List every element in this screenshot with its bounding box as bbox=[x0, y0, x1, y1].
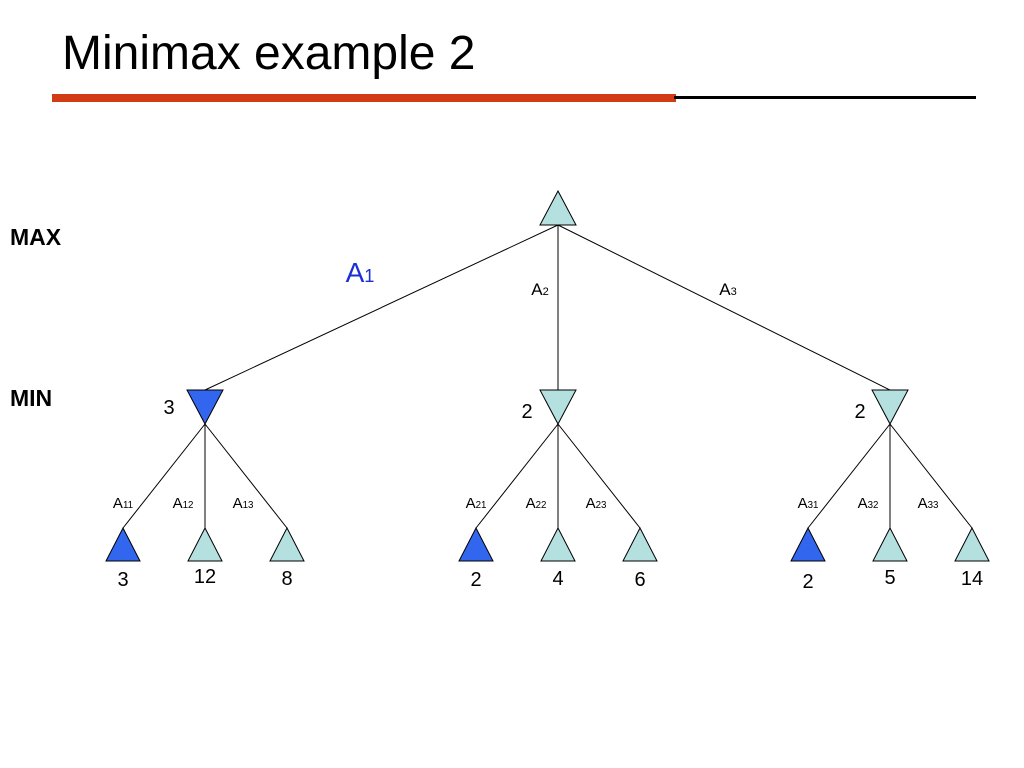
level-label-max: MAX bbox=[10, 224, 62, 250]
leaf-value-2-1: 2 bbox=[470, 569, 481, 591]
slide-title: Minimax example 2 bbox=[62, 27, 476, 80]
leaf-action-label-1-2: A12 bbox=[173, 495, 194, 512]
leaf-value-3-1: 2 bbox=[802, 571, 813, 593]
min-value-1: 3 bbox=[163, 397, 174, 419]
min-value-3: 2 bbox=[854, 401, 865, 423]
edge-min-2-to-leaf-1 bbox=[475, 423, 559, 529]
action-label-2: A2 bbox=[531, 280, 549, 299]
edge-root-to-min-1 bbox=[204, 224, 559, 391]
title-rule bbox=[52, 94, 976, 102]
leaf-node-3-2 bbox=[872, 526, 908, 562]
level-label-min: MIN bbox=[10, 385, 52, 411]
leaf-action-label-2-1: A21 bbox=[466, 495, 487, 512]
leaf-value-2-2: 4 bbox=[552, 568, 563, 590]
leaf-node-2-3 bbox=[622, 526, 658, 562]
leaf-value-2-3: 6 bbox=[634, 569, 645, 591]
edge-root-to-min-3 bbox=[557, 224, 891, 391]
tree-labels: A13A113A1212A138A22A212A224A236A32A312A3… bbox=[113, 257, 983, 593]
leaf-action-label-1-1: A11 bbox=[113, 495, 133, 512]
min-node-1 bbox=[186, 389, 224, 426]
leaf-action-label-1-3: A13 bbox=[233, 495, 254, 512]
leaf-action-label-3-2: A32 bbox=[858, 495, 879, 512]
leaf-node-1-2 bbox=[187, 526, 223, 562]
edge-min-2-to-leaf-3 bbox=[557, 423, 641, 529]
leaf-node-3-3 bbox=[954, 526, 990, 562]
min-node-3 bbox=[871, 389, 909, 426]
leaf-action-label-2-3: A23 bbox=[586, 495, 607, 512]
min-node-2 bbox=[539, 389, 577, 426]
leaf-value-1-1: 3 bbox=[117, 569, 128, 591]
edge-min-3-to-leaf-3 bbox=[889, 423, 973, 529]
leaf-value-1-2: 12 bbox=[194, 566, 216, 588]
leaf-value-1-3: 8 bbox=[281, 568, 292, 590]
leaf-action-label-3-1: A31 bbox=[798, 495, 819, 512]
leaf-node-3-1 bbox=[790, 526, 826, 562]
max-root-node bbox=[539, 189, 577, 226]
title-rule-line bbox=[674, 96, 976, 99]
leaf-value-3-3: 14 bbox=[961, 568, 983, 590]
min-value-2: 2 bbox=[521, 401, 532, 423]
leaf-node-1-1 bbox=[105, 526, 141, 562]
title-rule-accent bbox=[52, 94, 676, 102]
leaf-action-label-2-2: A22 bbox=[526, 495, 547, 512]
edge-min-1-to-leaf-1 bbox=[122, 423, 206, 529]
tree-nodes bbox=[105, 189, 990, 562]
leaf-action-label-3-3: A33 bbox=[918, 495, 939, 512]
tree-edges bbox=[122, 224, 973, 529]
leaf-node-1-3 bbox=[269, 526, 305, 562]
leaf-value-3-2: 5 bbox=[884, 567, 895, 589]
action-label-3: A3 bbox=[719, 280, 737, 299]
leaf-node-2-1 bbox=[458, 526, 494, 562]
edge-min-1-to-leaf-3 bbox=[204, 423, 288, 529]
edge-min-3-to-leaf-1 bbox=[807, 423, 891, 529]
leaf-node-2-2 bbox=[540, 526, 576, 562]
action-label-1: A1 bbox=[346, 257, 375, 288]
